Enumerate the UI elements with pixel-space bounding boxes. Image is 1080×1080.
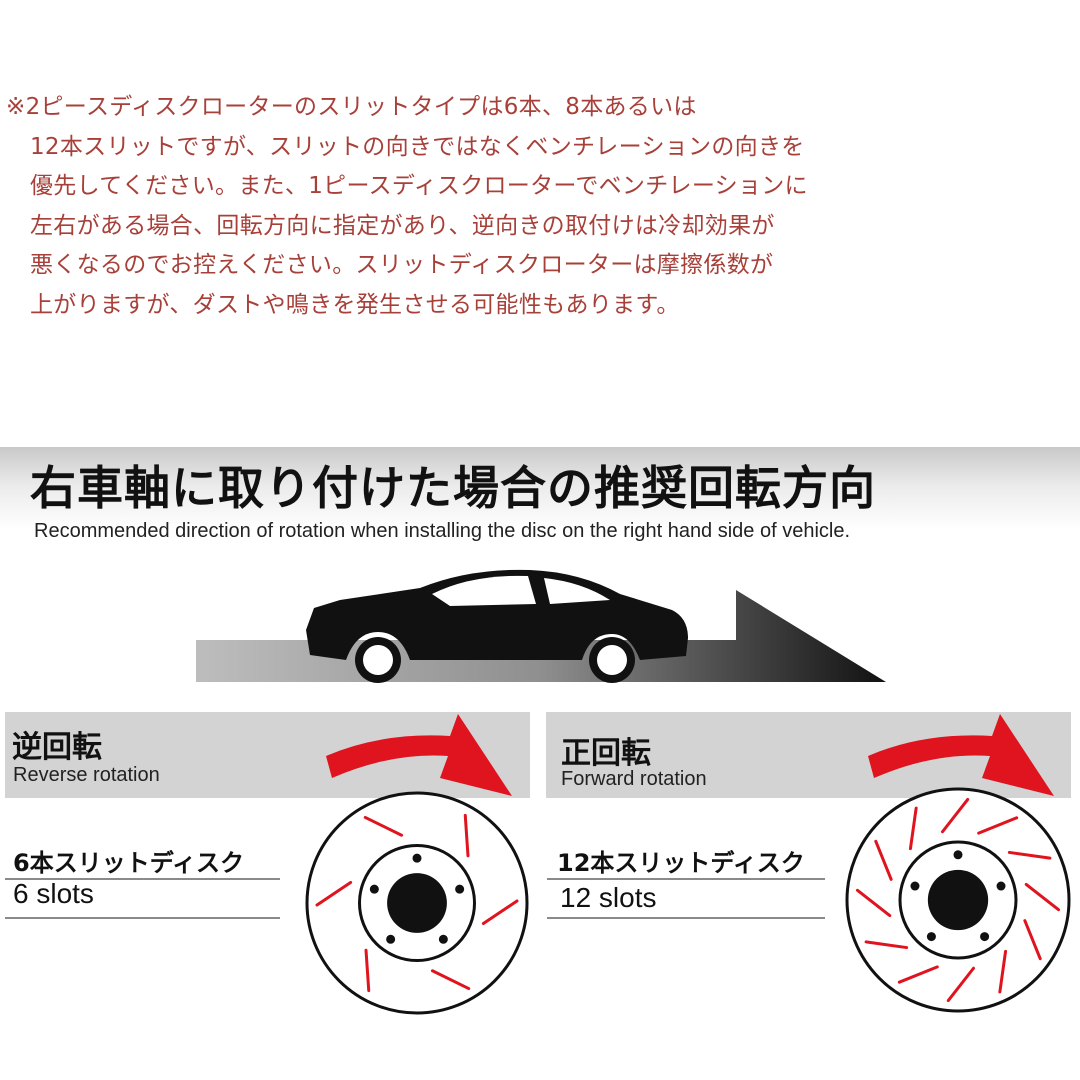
disc-slot	[1007, 850, 1052, 860]
reverse-divider-bottom	[5, 917, 280, 919]
note-line-3: 優先してください。また、1ピースディスクローターでベンチレーションに	[30, 173, 808, 199]
note-line-6: 上がりますが、ダストや鳴きを発生させる可能性もあります。	[30, 291, 680, 318]
reverse-slots-count: 6 slots	[13, 878, 94, 909]
note-paragraph: ※2ピースディスクローターのスリットタイプは6本、8本あるいは 12本スリットで…	[6, 88, 1066, 325]
disc-slot	[977, 816, 1019, 835]
forward-divider-top	[547, 878, 825, 880]
disc-slot	[940, 797, 970, 834]
car-icon	[306, 569, 688, 683]
heading-band	[0, 447, 1080, 557]
rotation-arrow-icon	[326, 714, 512, 796]
disc-rotor-icon	[305, 791, 529, 1015]
disc-slot	[363, 815, 404, 837]
disc-slot	[855, 888, 892, 918]
reverse-title: 逆回転	[12, 730, 102, 765]
disc-slot	[463, 813, 470, 858]
disc-slot	[364, 948, 371, 993]
disc-slot	[481, 899, 519, 926]
note-line-2: 12本スリットですが、スリットの向きではなくベンチレーションの向きを	[30, 133, 805, 160]
disc-slot	[897, 965, 939, 984]
disc-rotor-icon	[845, 787, 1071, 1013]
reverse-slots-label: 6本スリットディスク	[13, 849, 245, 877]
note-line-5: 悪くなるのでお控えください。スリットディスクローターは摩擦係数が	[30, 252, 774, 278]
forward-subtitle: Forward rotation	[561, 768, 707, 790]
note-line-1: ※2ピースディスクローターのスリットタイプは6本、8本あるいは	[6, 94, 697, 120]
forward-slots-count: 12 slots	[560, 882, 657, 913]
disc-slot	[1024, 882, 1061, 912]
disc-slot	[1023, 919, 1042, 961]
disc-slot	[430, 969, 471, 991]
reverse-divider-top	[5, 878, 280, 880]
disc-slot	[946, 966, 976, 1003]
forward-divider-bottom	[547, 917, 825, 919]
forward-slots-label: 12本スリットディスク	[557, 849, 805, 877]
note-line-4: 左右がある場合、回転方向に指定があり、逆向きの取付けは冷却効果が	[30, 212, 775, 239]
forward-title: 正回転	[561, 736, 651, 771]
rotation-arrow-icon	[868, 714, 1054, 796]
heading-subtitle: Recommended direction of rotation when i…	[34, 520, 851, 542]
disc-slot	[998, 949, 1008, 994]
heading-title: 右車軸に取り付けた場合の推奨回転方向	[30, 461, 876, 515]
reverse-subtitle: Reverse rotation	[13, 764, 160, 786]
disc-slot	[315, 880, 353, 907]
disc-slot	[864, 940, 909, 950]
disc-slot	[908, 806, 918, 851]
disc-slot	[874, 839, 893, 881]
